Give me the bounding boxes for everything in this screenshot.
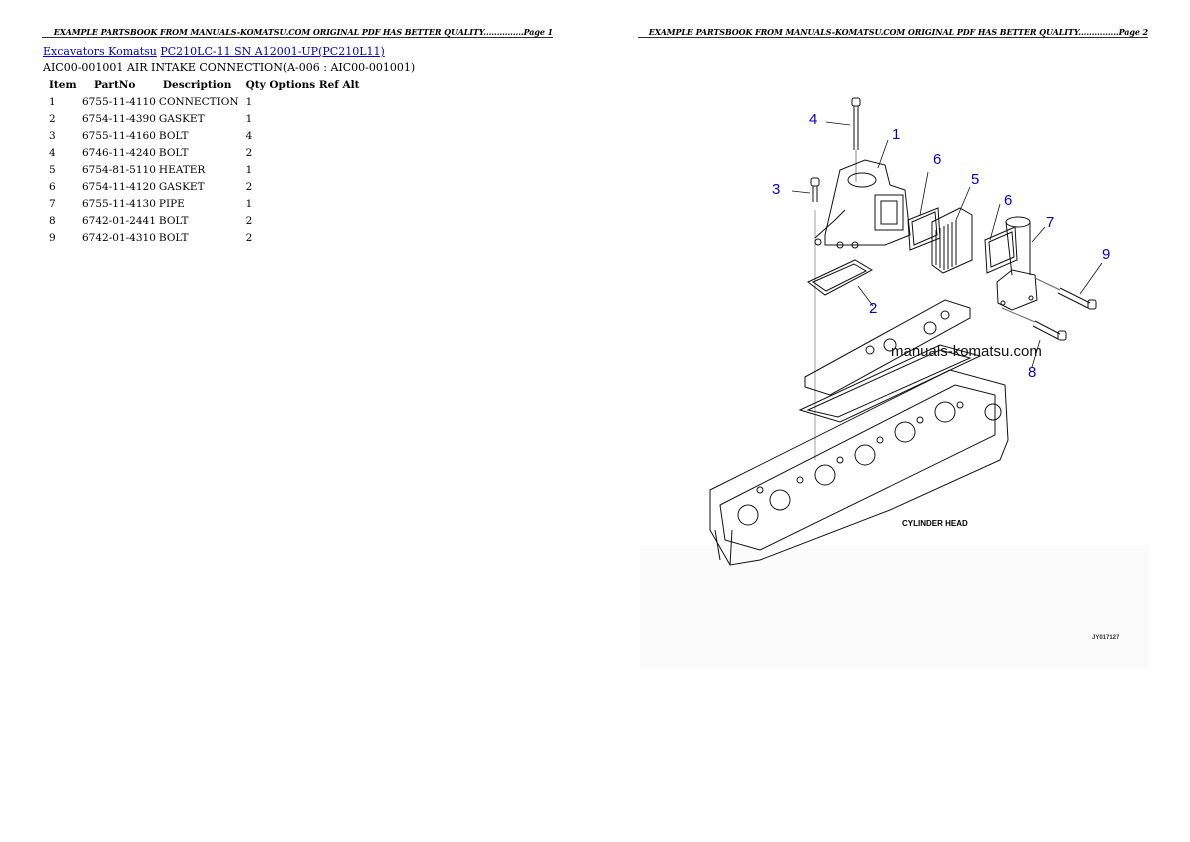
callout-8[interactable]: 8 [1028,364,1037,381]
cell-description: GASKET [158,180,205,193]
cell-partno: 6754-11-4120 [82,180,156,193]
cell-partno: 6755-11-4130 [82,197,156,210]
cell-description: BOLT [158,214,189,227]
gasket-6b-drawing [984,226,1018,274]
cylinder-head-drawing [709,369,1009,566]
table-row: 9 6742-01-4310 BOLT 2 [43,229,362,246]
cell-qty: 4 [245,129,253,142]
col-qty-label: Qty [245,79,266,91]
cell-description: HEATER [158,163,206,176]
cell-item: 2 [49,112,56,125]
exploded-parts-diagram [709,97,1103,566]
diagram-background [640,545,1150,668]
gasket-6-drawing [907,207,941,251]
cell-description: BOLT [158,129,189,142]
cell-item: 8 [49,214,56,227]
bolt-3-drawing [810,177,820,202]
bolt-4-drawing [851,97,861,182]
cell-qty: 2 [245,214,253,227]
cell-qty: 1 [245,112,253,125]
cell-partno: 6754-11-4390 [82,112,156,125]
breadcrumb: Excavators Komatsu PC210LC-11 SN A12001-… [43,45,385,58]
page-1: EXAMPLE PARTSBOOK FROM MANUALS-KOMATSU.C… [42,27,553,246]
callout-4[interactable]: 4 [809,111,818,128]
callout-6b[interactable]: 6 [1004,192,1013,209]
cell-partno: 6742-01-4310 [82,231,156,244]
header-divider [42,37,553,38]
watermark: manuals-komatsu.com [891,343,1042,360]
gasket-2-drawing [807,259,874,296]
cell-description: CONNECTION [158,95,239,108]
parts-table: Item PartNo Description Qty Options Ref … [43,77,362,246]
cell-item: 9 [49,231,56,244]
table-row: 6 6754-11-4120 GASKET 2 [43,178,362,195]
col-partno: PartNo [94,79,136,91]
page-header: EXAMPLE PARTSBOOK FROM MANUALS-KOMATSU.C… [648,27,1148,37]
callout-1[interactable]: 1 [892,126,901,143]
cell-partno: 6742-01-2441 [82,214,156,227]
cell-description: BOLT [158,146,189,159]
col-description: Description [162,79,232,91]
cell-item: 1 [49,95,56,108]
cell-item: 5 [49,163,56,176]
cell-partno: 6755-11-4160 [82,129,156,142]
callout-6[interactable]: 6 [933,151,942,168]
cell-description: PIPE [158,197,185,210]
col-qty: Qty Options Ref Alt [242,77,363,93]
callout-9[interactable]: 9 [1102,246,1111,263]
cell-qty: 1 [245,197,253,210]
table-row: 4 6746-11-4240 BOLT 2 [43,144,362,161]
cylinder-head-label: CYLINDER HEAD [902,519,968,528]
callout-5[interactable]: 5 [971,171,980,188]
callout-7[interactable]: 7 [1046,214,1055,231]
cell-qty: 2 [245,146,253,159]
col-item: Item [49,79,77,91]
heater-5-drawing [931,207,973,274]
cell-partno: 6755-11-4110 [82,95,156,108]
header-divider [638,37,1148,38]
cell-qty: 1 [245,95,253,108]
table-row: 7 6755-11-4130 PIPE 1 [43,195,362,212]
callout-2[interactable]: 2 [869,300,878,317]
table-row: 8 6742-01-2441 BOLT 2 [43,212,362,229]
cell-qty: 2 [245,180,253,193]
cell-qty: 2 [245,231,253,244]
cell-item: 6 [49,180,56,193]
head-gasket-drawing [798,344,982,423]
page-2: EXAMPLE PARTSBOOK FROM MANUALS-KOMATSU.C… [595,0,1190,842]
cell-partno: 6746-11-4240 [82,146,156,159]
bolt-9-drawing [1034,277,1097,310]
pipe-7-drawing [996,216,1038,311]
figure-id: JY017127 [1092,635,1120,641]
cell-qty: 1 [245,163,253,176]
col-options-label: Options [269,79,316,91]
callout-3[interactable]: 3 [772,181,781,198]
cover-plate-drawing [804,299,971,396]
connection-1-drawing [814,159,911,249]
cell-partno: 6754-81-5110 [82,163,156,176]
model-link[interactable]: PC210LC-11 SN A12001-UP(PC210L11) [160,45,385,58]
table-header-row: Item PartNo Description Qty Options Ref … [43,77,362,93]
section-title: AIC00-001001 AIR INTAKE CONNECTION(A-006… [43,61,416,74]
cell-item: 7 [49,197,56,210]
cell-description: BOLT [158,231,189,244]
table-row: 3 6755-11-4160 BOLT 4 [43,127,362,144]
category-link[interactable]: Excavators Komatsu [43,45,157,58]
table-row: 5 6754-81-5110 HEATER 1 [43,161,362,178]
col-alt-label: Alt [342,79,360,91]
bolt-8-drawing [1001,307,1067,341]
table-row: 2 6754-11-4390 GASKET 1 [43,110,362,127]
cell-item: 4 [49,146,56,159]
leader-lines [791,121,1103,368]
col-ref-label: Ref [318,79,339,91]
cell-item: 3 [49,129,56,142]
table-row: 1 6755-11-4110 CONNECTION 1 [43,93,362,110]
page-header: EXAMPLE PARTSBOOK FROM MANUALS-KOMATSU.C… [53,27,553,37]
cell-description: GASKET [158,112,205,125]
